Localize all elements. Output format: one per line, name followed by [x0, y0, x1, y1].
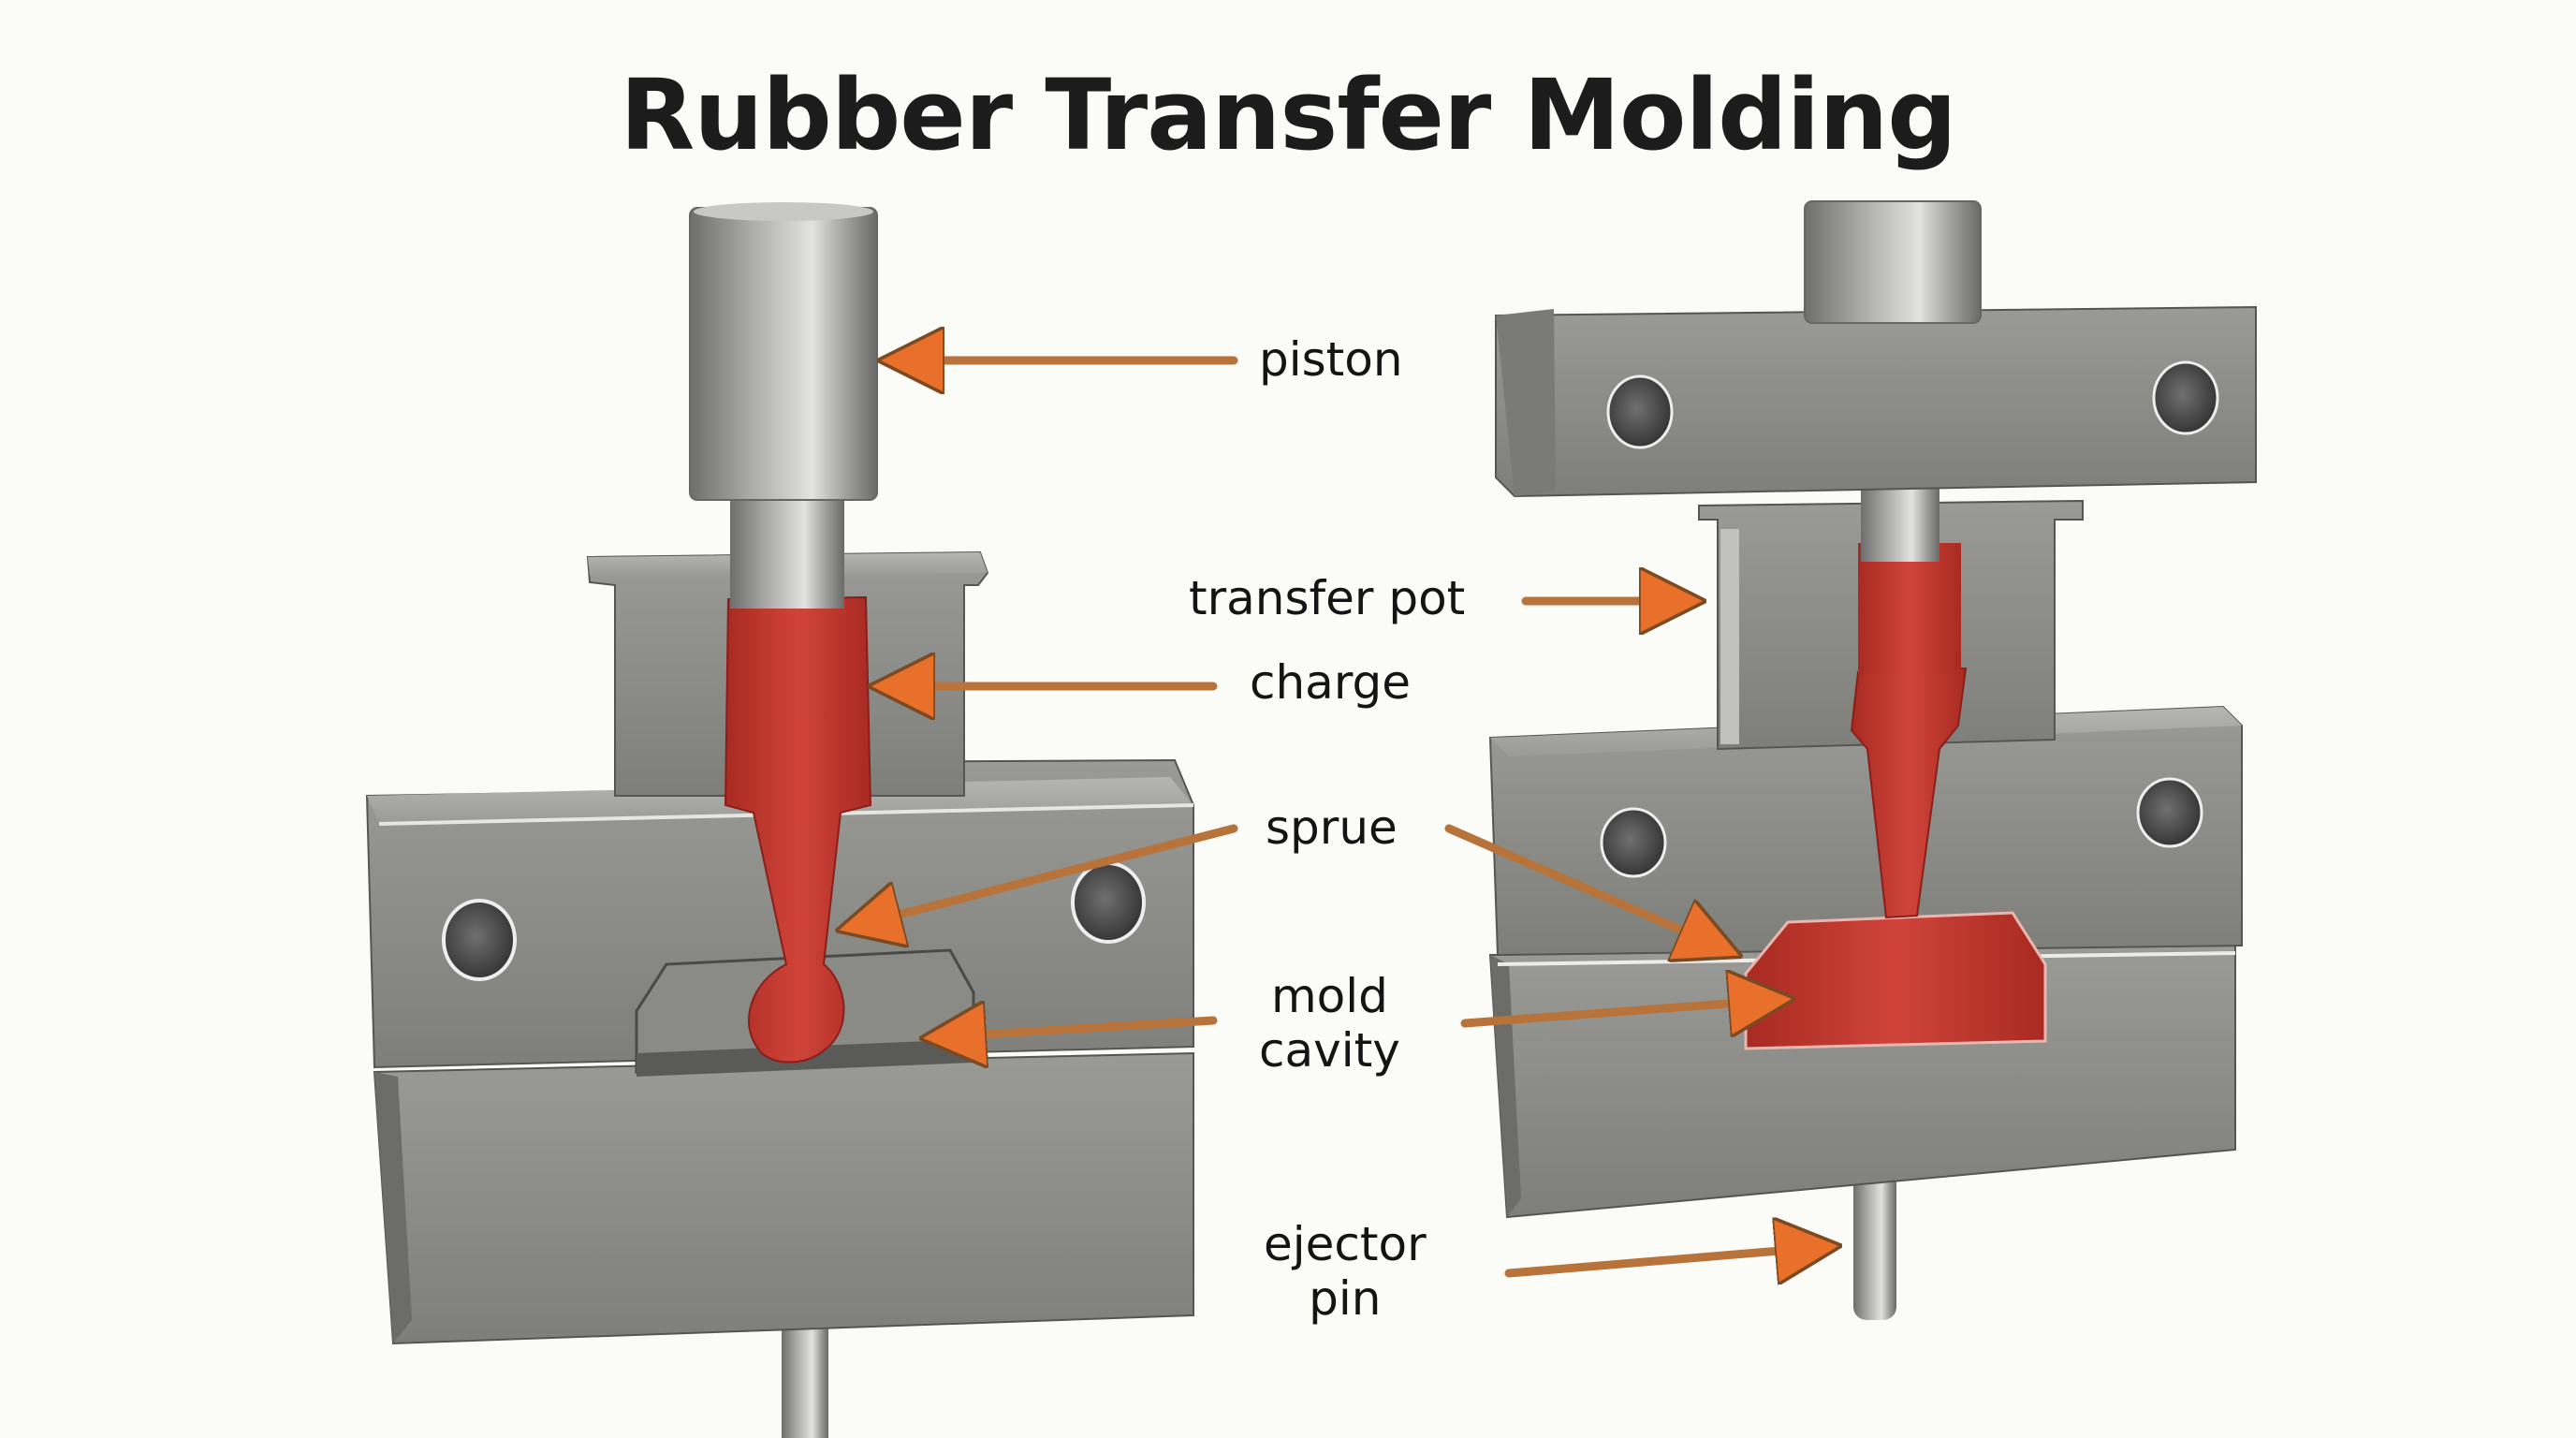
right-filled-cavity — [1744, 911, 2047, 1050]
left-piston — [689, 202, 878, 609]
arrow-cavity-left — [936, 1020, 1218, 1037]
left-mold — [365, 202, 1194, 1438]
label-mold-cavity: mold cavity — [1259, 969, 1400, 1078]
arrow-sprue-left — [852, 824, 1238, 927]
label-transfer-pot: transfer pot — [1189, 571, 1466, 625]
label-piston: piston — [1259, 332, 1403, 387]
label-mold-cavity-line1: mold — [1270, 969, 1388, 1023]
label-sprue: sprue — [1266, 800, 1398, 855]
bolt-hole-icon — [1071, 861, 1146, 944]
label-ejector-pin: ejector pin — [1264, 1217, 1427, 1326]
right-top-bar — [1495, 305, 2257, 498]
label-ejector-pin-line2: pin — [1309, 1271, 1382, 1326]
right-mold — [1488, 200, 2257, 1320]
left-charge — [724, 595, 872, 1064]
bolt-hole-icon — [442, 899, 517, 981]
label-ejector-pin-line1: ejector — [1264, 1217, 1427, 1271]
left-lower-plate — [373, 1051, 1194, 1345]
bolt-hole-icon — [1600, 807, 1667, 878]
bolt-hole-icon — [2152, 360, 2219, 435]
right-charge — [1850, 667, 1968, 919]
arrow-ejector-pin — [1504, 1247, 1825, 1273]
arrow-sprue-right — [1444, 824, 1727, 950]
label-charge: charge — [1250, 655, 1411, 710]
label-mold-cavity-line2: cavity — [1259, 1023, 1400, 1078]
arrow-cavity-right — [1460, 1000, 1778, 1023]
page-title: Rubber Transfer Molding — [620, 58, 1956, 172]
bolt-hole-icon — [1606, 374, 1674, 449]
right-piston — [1804, 200, 1982, 324]
bolt-hole-icon — [2136, 777, 2203, 848]
